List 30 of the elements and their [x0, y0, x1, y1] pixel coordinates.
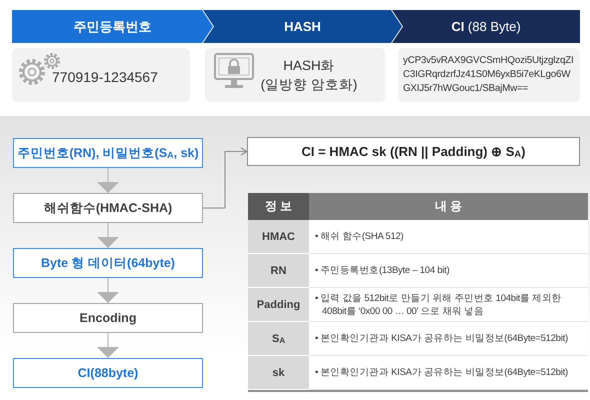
description-text: • 주민등록번호(13Byte – 104 bit) [309, 254, 588, 288]
row-header: HMAC [248, 220, 309, 254]
row-header: RN [248, 254, 309, 288]
code-card: yCP3v5vRAX9GVCSmHQozi5UtjzglzqZIC3IGRqrdzrfJz41S0M6yxB5i7eKLgo6WGXIJ5r7hWGouc1/SBajMw== [398, 48, 580, 102]
process-box: 해쉬함수(HMAC-SHA) [13, 193, 203, 223]
down-arrow [97, 332, 119, 358]
row-header: Padding [248, 288, 309, 322]
column-header: 내 용 [309, 193, 588, 220]
formula-box: CI = HMAC sk ((RN || Padding) ⊕ S$_{A}$) [247, 137, 580, 166]
id-number-text: 770919-1234567 [52, 68, 159, 87]
down-arrow [97, 168, 119, 194]
down-arrow [97, 278, 119, 304]
description-text: • 입력 값을 512bit로 만들기 위해 주민번호 104bit를 제외한 408bit를 ‘0x00 00 … 00’ 으로 채워 넣음 [309, 288, 588, 322]
process-box: CI(88byte) [13, 358, 203, 388]
step-header: HASH [203, 10, 402, 43]
hash-caption: HASH화 (일방향 암호화) [260, 57, 358, 94]
info-card [12, 48, 190, 102]
process-box: Encoding [13, 303, 203, 333]
column-header: 정 보 [248, 193, 309, 220]
process-box: Byte 형 데이터(64byte) [13, 248, 203, 278]
process-box: 주민번호(RN), 비밀번호(S$_{A}$, sk) [13, 138, 203, 168]
down-arrow [97, 222, 119, 248]
row-header: S$_{A}$ [248, 322, 309, 356]
info-card [205, 48, 385, 102]
step-header: CI (88 Byte) [392, 10, 580, 43]
step-header: 주민등록번호 [12, 10, 213, 43]
elbow-arrow [202, 147, 248, 208]
row-header: sk [248, 356, 309, 390]
description-text: • 본인확인기관과 KISA가 공유하는 비밀정보(64Byte=512bit) [309, 322, 588, 356]
description-text: • 해쉬 함수(SHA 512) [309, 220, 588, 254]
